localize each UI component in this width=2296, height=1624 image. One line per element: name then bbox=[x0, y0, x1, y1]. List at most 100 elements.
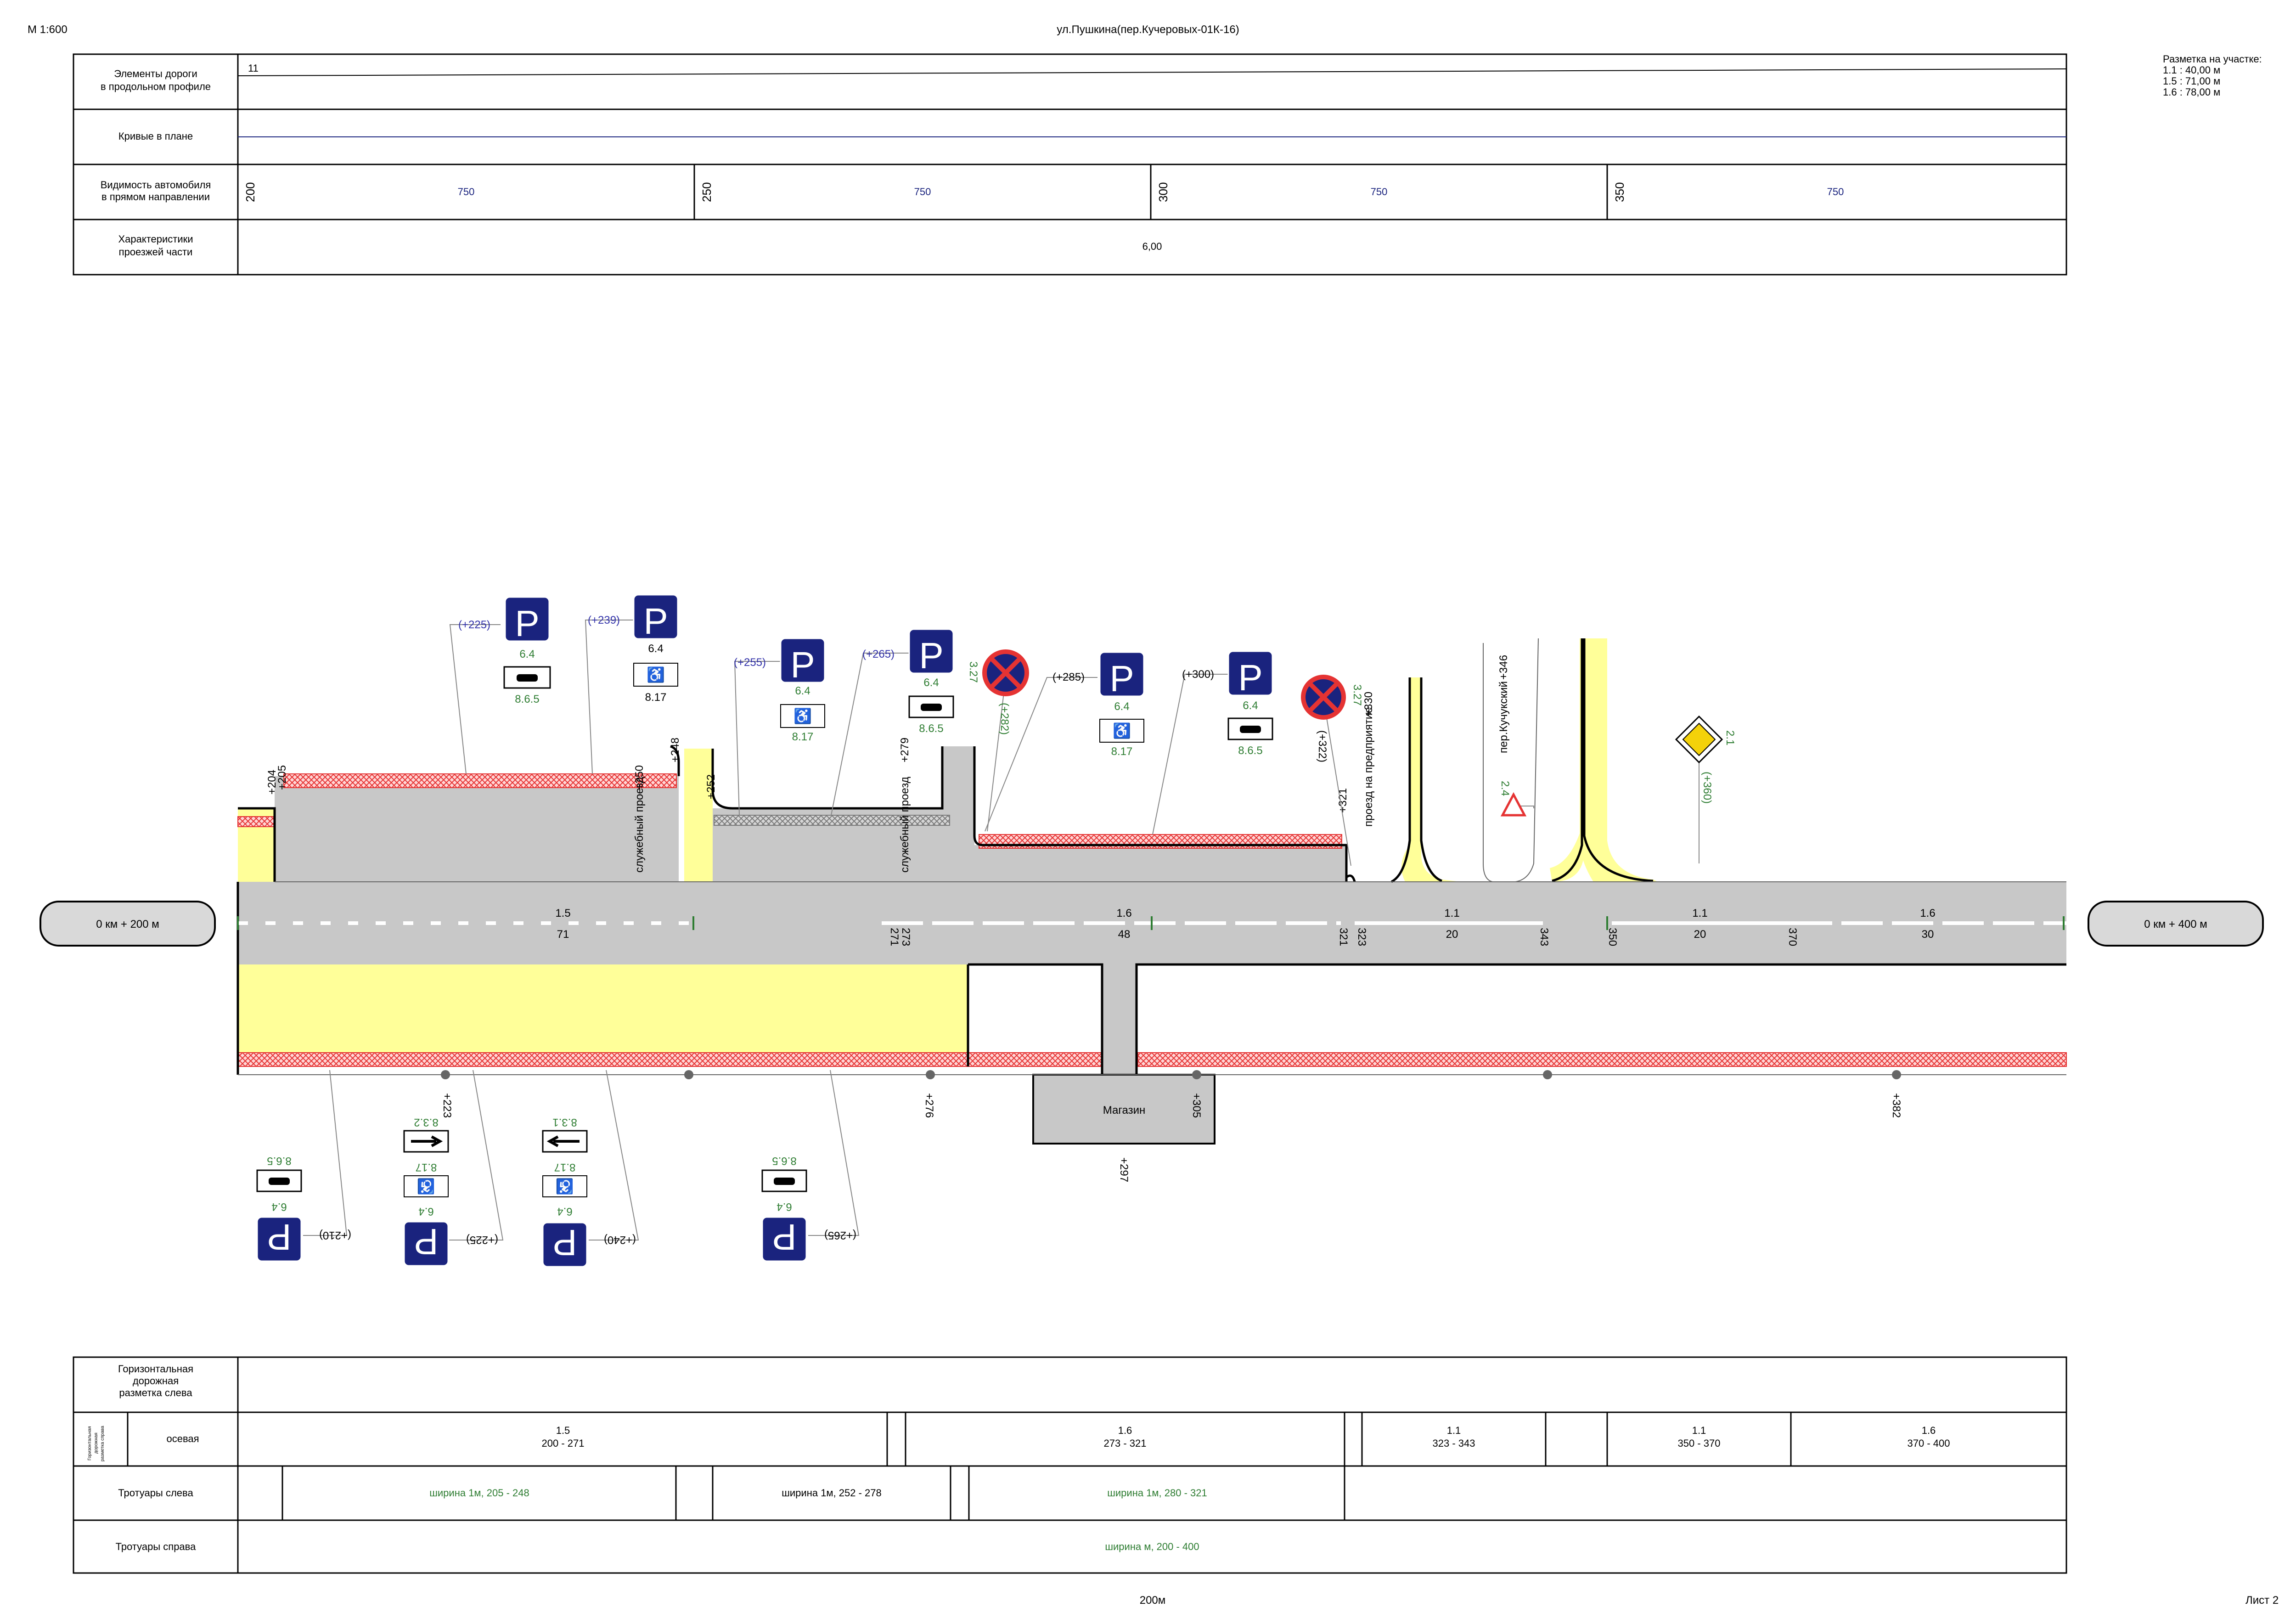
axis-mark-name: 1.5 bbox=[555, 907, 570, 919]
sidewalk-cell: ширина 1м, 280 - 321 bbox=[1107, 1487, 1207, 1499]
car-icon bbox=[921, 704, 942, 711]
axis-mark-len: 48 bbox=[1118, 928, 1131, 941]
sign-sub-code: 8.17 bbox=[1111, 745, 1133, 758]
sign-code: 3.27 bbox=[967, 661, 979, 683]
axis-cell-name: 1.5 bbox=[556, 1425, 570, 1436]
sidewalk-cell: ширина 1м, 205 - 248 bbox=[429, 1487, 529, 1499]
axis-picket: 273 bbox=[900, 928, 912, 946]
left-picket: +204 bbox=[266, 770, 278, 795]
sign-sub-code: 8.17 bbox=[792, 731, 814, 743]
row-value: 11 bbox=[248, 62, 259, 74]
enterprise-label: проезд на предприятие bbox=[1362, 707, 1375, 827]
sidewalk-right-cell: ширина м, 200 - 400 bbox=[1105, 1541, 1199, 1552]
sign-code: 6.4 bbox=[418, 1205, 433, 1218]
sign-letter: P bbox=[267, 1217, 291, 1257]
sign-sub-code: 8.17 bbox=[554, 1161, 576, 1173]
no-stopping-sign-icon bbox=[1301, 675, 1346, 720]
sign-extra-code: 8.3.1 bbox=[552, 1116, 577, 1128]
car-icon bbox=[269, 1178, 290, 1185]
driveway-label: служебный проезд bbox=[899, 777, 911, 873]
wheelchair-icon: ♿ bbox=[556, 1178, 574, 1195]
axis-cell-range: 323 - 343 bbox=[1433, 1438, 1475, 1449]
axis-mark-name: 1.6 bbox=[1920, 907, 1935, 919]
picket-label: 200 bbox=[243, 182, 257, 202]
legend-line: 1.6 : 78,00 м bbox=[2163, 86, 2220, 98]
sign-letter: P bbox=[919, 635, 943, 676]
visibility-value: 750 bbox=[458, 186, 475, 197]
left-picket: +248 bbox=[669, 738, 681, 762]
axis-cell-range: 273 - 321 bbox=[1104, 1438, 1147, 1449]
wheelchair-icon: ♿ bbox=[1113, 722, 1131, 739]
side-lane-label: пер.Кучукский bbox=[1497, 681, 1510, 753]
row-label: Кривые в плане bbox=[118, 130, 193, 142]
sign-code: 6.4 bbox=[1243, 699, 1258, 712]
page-title: ул.Пушкина(пер.Кучеровых-01К-16) bbox=[1057, 23, 1239, 36]
row-side-label: дорожная bbox=[94, 1432, 99, 1454]
car-icon bbox=[774, 1178, 795, 1185]
visibility-value: 750 bbox=[1827, 186, 1844, 197]
axis-cell-name: 1.6 bbox=[1118, 1425, 1132, 1436]
sign-sub-code: 8.6.5 bbox=[772, 1155, 796, 1167]
row-label: Элементы дороги bbox=[114, 68, 197, 79]
sign-code: 6.4 bbox=[519, 648, 535, 660]
sign-position: (+265) bbox=[824, 1229, 856, 1241]
sign-code: 6.4 bbox=[923, 677, 939, 689]
row-label: в продольном профиле bbox=[101, 81, 211, 92]
sign-position: (+282) bbox=[998, 703, 1011, 735]
arrow-right-icon bbox=[411, 1135, 443, 1147]
left-picket: +250 bbox=[633, 765, 646, 790]
shop-label: Магазин bbox=[1103, 1104, 1146, 1116]
sign-sub-code: 8.17 bbox=[416, 1161, 437, 1173]
sign-letter: P bbox=[1238, 657, 1262, 698]
sign-position: (+300) bbox=[1182, 668, 1214, 681]
axis-cell-name: 1.1 bbox=[1447, 1425, 1461, 1436]
right-picket: +305 bbox=[1190, 1093, 1203, 1118]
row-label: дорожная bbox=[133, 1375, 179, 1387]
sign-code: 2.1 bbox=[1724, 730, 1736, 745]
road-plan bbox=[236, 638, 2067, 1145]
row-label: Видимость автомобиля bbox=[101, 179, 211, 191]
row-side-label: Горизонтальная bbox=[87, 1426, 92, 1460]
scale-label: М 1:600 bbox=[28, 23, 68, 36]
sign-letter: P bbox=[552, 1222, 577, 1263]
sign-position: (+239) bbox=[588, 614, 620, 626]
sign-letter: P bbox=[643, 601, 668, 642]
visibility-value: 750 bbox=[914, 186, 931, 197]
sign-sub-code: 8.17 bbox=[645, 691, 667, 704]
picket-label: 300 bbox=[1156, 182, 1170, 202]
picket-label: 250 bbox=[700, 182, 714, 202]
axis-mark-name: 1.1 bbox=[1444, 907, 1459, 919]
sign-sub-code: 8.6.5 bbox=[515, 693, 539, 705]
sign-letter: P bbox=[515, 603, 539, 644]
sign-code: 6.4 bbox=[1114, 700, 1129, 713]
legend-title: Разметка на участке: bbox=[2163, 53, 2262, 65]
axis-cell-name: 1.1 bbox=[1692, 1425, 1706, 1436]
axis-cell-range: 370 - 400 bbox=[1908, 1438, 1950, 1449]
visibility-value: 750 bbox=[1371, 186, 1388, 197]
sign-letter: P bbox=[790, 644, 815, 685]
sign-code: 6.4 bbox=[557, 1205, 572, 1218]
axis-picket: 350 bbox=[1606, 928, 1619, 946]
row-side-label: разметка справа bbox=[100, 1426, 105, 1461]
car-icon bbox=[517, 674, 538, 682]
sign-sub-code: 8.6.5 bbox=[267, 1155, 291, 1167]
markup-legend: Разметка на участке: 1.1 : 40,00 м 1.5 :… bbox=[2163, 53, 2262, 98]
signs-top: P (+225) 6.4 8.6.5 P (+239) 6.4 ♿ 8.17 P… bbox=[449, 594, 1736, 866]
sign-sub-code: 8.6.5 bbox=[919, 722, 943, 735]
row-label: проезжей части bbox=[119, 246, 193, 258]
sign-position: (+210) bbox=[319, 1229, 351, 1241]
axis-picket: 321 bbox=[1337, 928, 1350, 946]
left-picket: +252 bbox=[705, 774, 717, 799]
sign-position: (+225) bbox=[458, 619, 490, 631]
end-km-label: 0 км + 400 м bbox=[2144, 918, 2207, 930]
sign-code: 2.4 bbox=[1499, 781, 1511, 796]
sign-letter: P bbox=[772, 1217, 796, 1257]
no-stopping-sign-icon bbox=[982, 649, 1029, 696]
axis-mark-name: 1.1 bbox=[1692, 907, 1707, 919]
wheelchair-icon: ♿ bbox=[417, 1178, 435, 1195]
sign-extra-code: 8.3.2 bbox=[414, 1116, 438, 1128]
axis-picket: 343 bbox=[1538, 928, 1550, 946]
sign-letter: P bbox=[1109, 658, 1134, 699]
wheelchair-icon: ♿ bbox=[647, 666, 665, 683]
